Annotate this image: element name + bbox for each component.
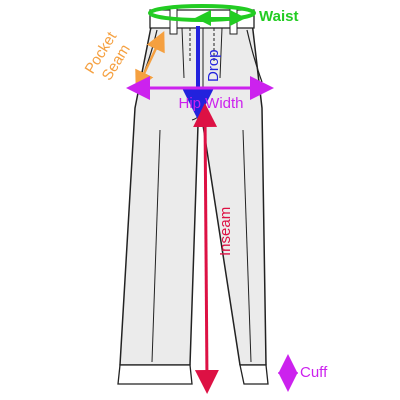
pocket-seam-arrow <box>135 30 165 92</box>
inseam-arrow <box>193 103 219 394</box>
trouser-body <box>119 21 267 366</box>
belt-loop-right <box>229 7 238 35</box>
cuff-label: Cuff <box>300 364 328 381</box>
crease-left <box>151 129 161 363</box>
crease-right <box>242 129 252 363</box>
hip-width-label: Hip Width <box>178 95 243 112</box>
cuff-right <box>239 364 269 385</box>
cuff-left <box>117 364 193 385</box>
pleat-left <box>181 27 185 79</box>
pocket-seam-label: Pocket Seam <box>82 28 134 83</box>
drop-label: Drop <box>205 49 222 82</box>
pleat-right <box>219 27 223 79</box>
inseam-label: Inseam <box>217 207 234 256</box>
waist-label: Waist <box>259 8 298 25</box>
trouser-illustration <box>117 7 269 385</box>
